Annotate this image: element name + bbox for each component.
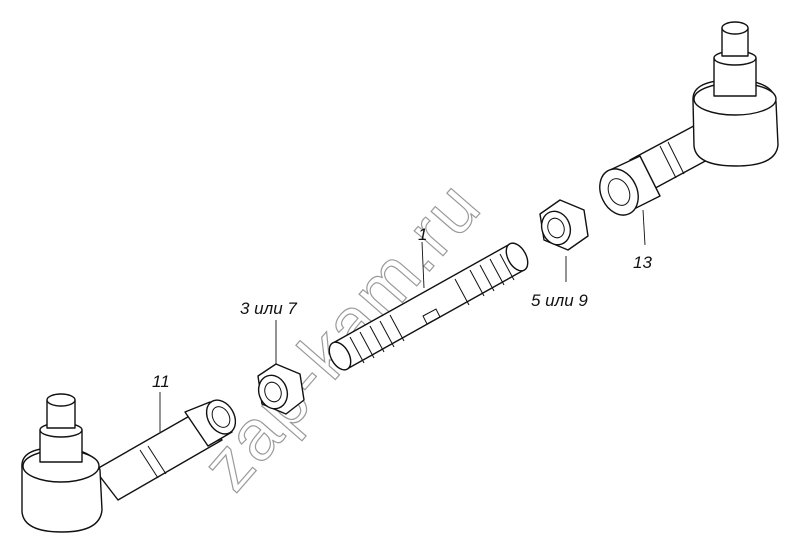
leader-right-end — [642, 209, 646, 246]
leader-rod — [421, 241, 425, 289]
watermark-text: zap-kam.ru — [187, 166, 497, 505]
callout-rod: 1 — [418, 225, 427, 244]
left-nut — [257, 363, 305, 415]
left-tie-rod-end — [21, 393, 237, 533]
callout-right-end: 13 — [633, 253, 652, 272]
callout-right-nut: 5 или 9 — [531, 291, 588, 310]
right-tie-rod-end — [599, 21, 779, 216]
callout-left-nut: 3 или 7 — [240, 299, 297, 318]
leader-lines — [159, 209, 646, 432]
right-nut — [539, 199, 589, 251]
callout-left-end: 11 — [152, 372, 170, 391]
threaded-rod — [328, 242, 529, 371]
